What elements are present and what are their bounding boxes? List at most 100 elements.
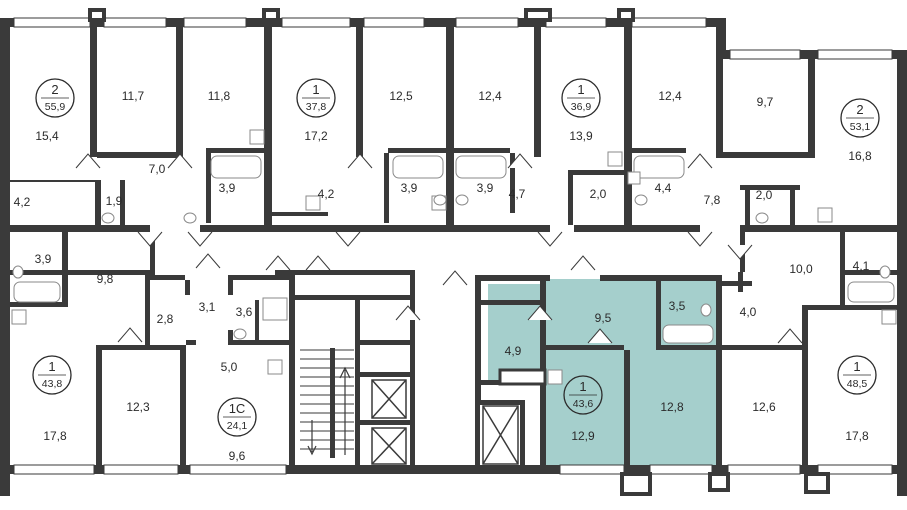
wall bbox=[738, 272, 743, 292]
apartment-badge[interactable]: 143,8 bbox=[32, 355, 72, 395]
room-area-label: 2,0 bbox=[590, 187, 607, 201]
apartment-total-area: 43,6 bbox=[573, 398, 594, 410]
wall bbox=[384, 153, 389, 223]
room-area-label: 3,9 bbox=[219, 181, 236, 195]
bathtub bbox=[455, 155, 507, 179]
apartment-total-area: 48,5 bbox=[847, 378, 868, 390]
room-area-label: 3,5 bbox=[669, 299, 686, 313]
wall bbox=[802, 305, 808, 470]
wall bbox=[722, 281, 752, 286]
wall bbox=[475, 400, 480, 470]
door-swing bbox=[137, 231, 163, 247]
wall bbox=[656, 281, 661, 345]
wall bbox=[360, 420, 410, 425]
apartment-badge[interactable]: 148,5 bbox=[837, 355, 877, 395]
apartment-badge[interactable]: 253,1 bbox=[840, 98, 880, 138]
toilet bbox=[101, 212, 115, 224]
stair-direction-arrow bbox=[339, 366, 351, 455]
door-swing bbox=[117, 327, 143, 343]
room-area-label: 15,4 bbox=[35, 129, 59, 143]
door-swing bbox=[347, 153, 373, 169]
room-area-label: 11,8 bbox=[208, 89, 231, 103]
sink bbox=[249, 129, 265, 145]
room-area-label: 17,8 bbox=[43, 429, 67, 443]
wall bbox=[360, 372, 410, 377]
door-swing bbox=[777, 328, 803, 344]
room-area-label: 7,8 bbox=[704, 193, 721, 207]
wall bbox=[722, 345, 807, 350]
room-area-labels: 15,44,211,77,01,911,83,917,24,212,53,912… bbox=[14, 89, 872, 463]
door-swing bbox=[587, 328, 613, 344]
apartment-rooms-count: 1 bbox=[312, 82, 319, 97]
door-swing bbox=[195, 253, 221, 269]
wall bbox=[10, 225, 150, 232]
wall bbox=[481, 300, 545, 305]
wall bbox=[568, 170, 624, 175]
stair-direction-arrow bbox=[307, 420, 317, 456]
room-area-label: 10,0 bbox=[789, 262, 813, 276]
door-swing bbox=[537, 231, 563, 247]
bathtub bbox=[13, 281, 61, 303]
wall bbox=[632, 148, 686, 153]
wall bbox=[264, 27, 272, 227]
apartment-badge[interactable]: 143,6 bbox=[563, 375, 603, 415]
room-area-label: 2,8 bbox=[157, 312, 174, 326]
wall bbox=[360, 340, 410, 345]
room-area-label: 4,4 bbox=[655, 181, 672, 195]
outer-wall-bottom bbox=[0, 465, 907, 474]
wall bbox=[740, 225, 897, 232]
elevator-shaft bbox=[371, 427, 407, 465]
bathtub bbox=[662, 324, 714, 344]
wall bbox=[740, 185, 800, 190]
wall bbox=[745, 185, 750, 225]
apartment-total-area: 37,8 bbox=[306, 101, 327, 113]
sink bbox=[881, 309, 897, 325]
bathtub bbox=[847, 281, 895, 303]
wall bbox=[97, 152, 177, 158]
door-swing bbox=[187, 231, 213, 247]
room-area-label: 4,0 bbox=[740, 305, 757, 319]
apartment-rooms-count: 2 bbox=[856, 102, 863, 117]
room-area-label: 11,7 bbox=[122, 89, 145, 103]
wall bbox=[186, 340, 196, 345]
room-area-label: 4,2 bbox=[318, 187, 335, 201]
window bbox=[727, 464, 801, 475]
apartment-rooms-count: 1 bbox=[577, 82, 584, 97]
door-swing bbox=[507, 153, 533, 169]
wall bbox=[840, 232, 845, 307]
toilet bbox=[433, 194, 447, 206]
wall bbox=[510, 153, 515, 213]
window bbox=[13, 464, 95, 475]
elevator-shaft bbox=[371, 379, 407, 419]
room-area-label: 16,8 bbox=[848, 149, 872, 163]
window bbox=[189, 464, 287, 475]
wall bbox=[716, 58, 723, 158]
room-area-label: 3,6 bbox=[236, 305, 253, 319]
room-area-label: 12,8 bbox=[660, 400, 684, 414]
wall bbox=[62, 232, 68, 307]
room-area-label: 12,4 bbox=[658, 89, 682, 103]
room-area-label: 4,2 bbox=[14, 195, 31, 209]
toilet bbox=[700, 303, 712, 317]
wall bbox=[356, 27, 363, 157]
bathtub bbox=[633, 155, 685, 179]
apartment-badge[interactable]: 136,9 bbox=[561, 78, 601, 118]
apartment-badge[interactable]: 137,8 bbox=[296, 78, 336, 118]
staircase bbox=[300, 348, 354, 458]
wall bbox=[228, 330, 233, 345]
window bbox=[631, 17, 707, 28]
apartment-rooms-count: 1С bbox=[229, 401, 246, 416]
outer-walls bbox=[0, 18, 907, 496]
door-swing bbox=[265, 255, 291, 271]
door-swing bbox=[75, 153, 101, 169]
wall bbox=[102, 345, 180, 350]
room-area-label: 17,8 bbox=[845, 429, 869, 443]
room-area-label: 9,6 bbox=[229, 449, 246, 463]
apartment-total-area: 36,9 bbox=[571, 101, 592, 113]
room-area-label: 12,4 bbox=[478, 89, 502, 103]
door-swing bbox=[527, 305, 553, 321]
wall bbox=[454, 148, 510, 153]
apartment-badge[interactable]: 255,9 bbox=[35, 78, 75, 118]
